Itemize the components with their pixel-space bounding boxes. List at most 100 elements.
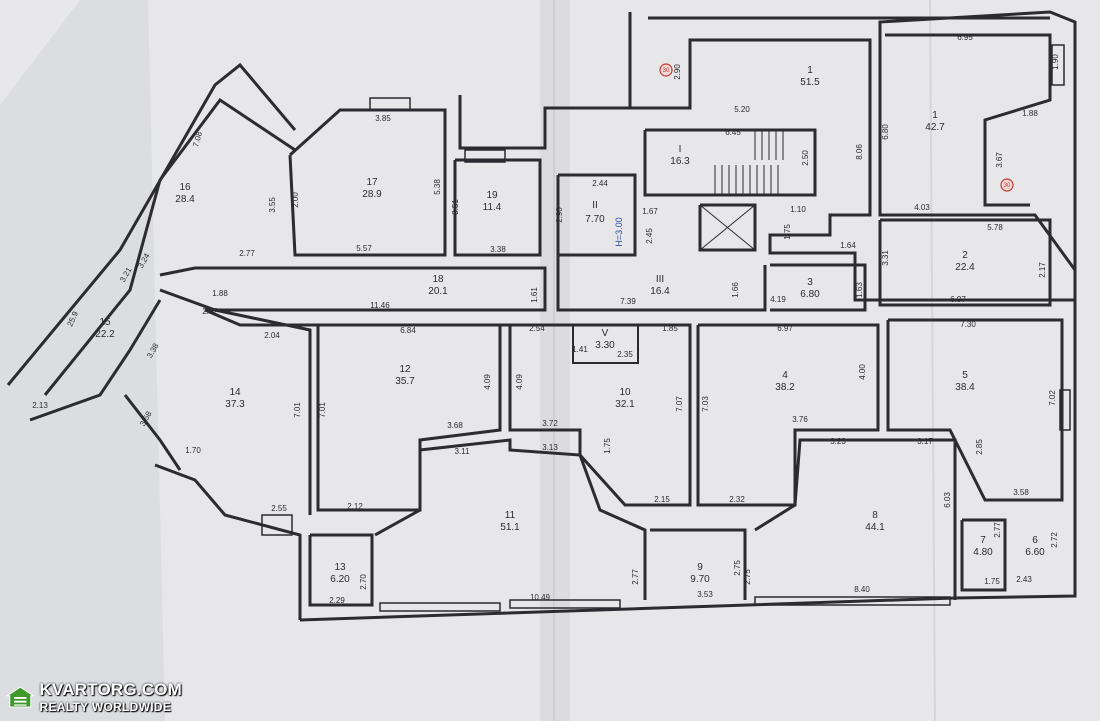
room-II-area: 7.70 — [585, 214, 605, 225]
wall-wing-inner2 — [29, 299, 162, 422]
dimension-label: 3.31 — [881, 250, 890, 266]
wall-room3 — [770, 263, 867, 312]
dimension-label: 7.02 — [1048, 390, 1057, 406]
room-13-area: 6.20 — [330, 574, 350, 585]
windows — [261, 44, 1071, 612]
dimension-label: 1.88 — [212, 289, 228, 298]
room-16-area: 28.4 — [175, 194, 195, 205]
dimension-label: 3.53 — [697, 590, 713, 599]
room-11-area: 51.1 — [500, 522, 520, 533]
dimension-label: 6.97 — [777, 324, 793, 333]
room-5-area: 38.4 — [955, 382, 975, 393]
room-V-area: 3.30 — [595, 340, 615, 351]
room-17-number: 17 — [366, 177, 378, 188]
dimension-label: 1.63 — [855, 282, 864, 298]
room-6-number: 6 — [1032, 535, 1038, 546]
dimension-label: 2.45 — [645, 228, 654, 244]
dimension-label: 7.08 — [191, 130, 204, 148]
dimension-label: 2.77 — [239, 249, 255, 258]
dimension-label: 2.85 — [975, 439, 984, 455]
dimension-label: 7.07 — [675, 396, 684, 412]
stair-steps — [699, 130, 784, 251]
room-2-area: 22.4 — [955, 262, 975, 273]
room-II-number: II — [592, 200, 598, 211]
room-19-area: 11.4 — [483, 202, 502, 213]
room-16-number: 16 — [179, 182, 191, 193]
marker-1-label: 30 — [663, 68, 670, 74]
watermark: KVARTORG.COM REALTY WORLDWIDE — [6, 678, 182, 716]
dimension-label: 2.32 — [729, 495, 745, 504]
wall-room19 — [453, 158, 542, 257]
dimension-label: 6.80 — [881, 124, 890, 140]
stair-height-label: H=3.00 — [614, 217, 624, 246]
outer-wall-main — [299, 10, 1077, 622]
room-15-area: 22.2 — [95, 329, 115, 340]
room-18-area: 20.1 — [428, 286, 448, 297]
dimension-label: 2.90 — [555, 207, 564, 223]
wall-corridor-north — [458, 95, 630, 150]
room-17-area: 28.9 — [362, 189, 382, 200]
walls — [6, 10, 1077, 622]
dimension-label: 3.72 — [542, 419, 558, 428]
dimension-label: 4.09 — [515, 374, 524, 390]
dimension-label: 3.13 — [542, 443, 558, 452]
dimension-label: 2.77 — [993, 522, 1002, 538]
dimension-label: 1.10 — [790, 205, 806, 214]
room-1b-area: 42.7 — [925, 122, 945, 133]
dimension-label: 1.88 — [1022, 109, 1038, 118]
dimension-label: 7.30 — [960, 320, 976, 329]
wall-wing-inner — [43, 97, 296, 396]
room-14-area: 37.3 — [225, 399, 245, 410]
wall-roomIII — [556, 255, 767, 312]
dimension-label: 3.17 — [917, 437, 933, 446]
paper-fold-line — [553, 0, 555, 721]
room-1b-number: 1 — [932, 110, 938, 121]
wall-room13 — [308, 533, 374, 607]
dimension-label: 8.40 — [854, 585, 870, 594]
dimension-label: 2.00 — [291, 192, 300, 208]
wall-room8 — [754, 438, 957, 600]
dimension-label: 2.75 — [733, 560, 742, 576]
wall-room9 — [650, 528, 747, 600]
watermark-tagline: REALTY WORLDWIDE — [39, 700, 172, 714]
window-6 — [1059, 389, 1071, 431]
dimension-label: 2.04 — [264, 331, 280, 340]
dimension-label: 1.90 — [1051, 54, 1060, 70]
room-12-area: 35.7 — [395, 376, 415, 387]
dimension-label: 1.75 — [603, 438, 612, 454]
dimension-label: 2.15 — [654, 495, 670, 504]
wall-room12 — [316, 323, 502, 512]
dimension-label: 7.01 — [293, 402, 302, 418]
dimension-label: 2.70 — [359, 574, 368, 590]
room-6-area: 6.60 — [1025, 547, 1045, 558]
dimension-label: 2.50 — [801, 150, 810, 166]
room-11-number: 11 — [505, 510, 516, 521]
dimension-label: 2.75 — [743, 569, 752, 585]
room-9-area: 9.70 — [690, 574, 710, 585]
dimension-label: 2.17 — [1038, 262, 1047, 278]
dimension-label: 3.76 — [792, 415, 808, 424]
room-5-number: 5 — [962, 370, 968, 381]
room-III-number: III — [656, 274, 664, 285]
dimension-label: 6.84 — [400, 326, 416, 335]
watermark-brand: KVARTORG.COM — [39, 680, 182, 699]
wall-room17 — [288, 108, 447, 257]
wall-wing-outer — [6, 62, 297, 386]
room-V-number: V — [602, 328, 609, 339]
window-3 — [379, 602, 501, 612]
room-V-box — [572, 324, 639, 364]
dimension-label: 1.64 — [840, 241, 856, 250]
wall-room1-right — [885, 33, 1052, 207]
dimension-label: 3.85 — [375, 114, 391, 123]
marker-2-label: 30 — [1004, 183, 1011, 189]
paper-edge-left — [0, 0, 80, 105]
dimension-label: 2.77 — [631, 569, 640, 585]
window-5 — [754, 596, 951, 606]
room-3-area: 6.80 — [800, 289, 820, 300]
dimension-label: 4.19 — [770, 295, 786, 304]
dimension-label: 4.00 — [858, 364, 867, 380]
wall-room11 — [374, 438, 647, 600]
dimension-label: 2.02 — [202, 307, 218, 316]
dimension-label: 6.03 — [943, 492, 952, 508]
